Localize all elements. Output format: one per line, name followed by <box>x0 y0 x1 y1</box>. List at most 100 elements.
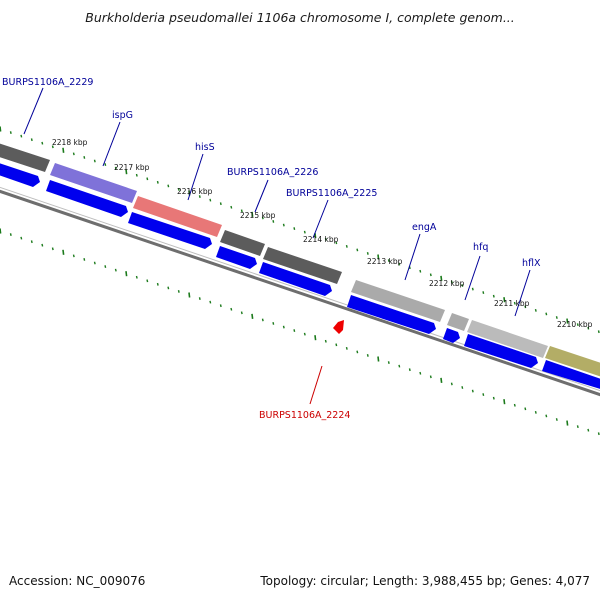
cds-arrow[interactable] <box>464 334 538 368</box>
tick-mark <box>146 177 149 181</box>
tick-mark <box>335 343 338 347</box>
tick-mark <box>534 308 537 312</box>
gene-label[interactable]: BURPS1106A_2226 <box>227 167 318 178</box>
tick-mark <box>387 361 390 365</box>
red-arrow-marker-icon[interactable] <box>333 320 344 334</box>
tick-mark <box>20 134 23 138</box>
gene-bar-enga[interactable] <box>351 280 445 322</box>
tick-mark <box>125 169 128 175</box>
tick-mark <box>240 311 243 315</box>
tick-mark <box>555 418 558 421</box>
tick-mark <box>387 259 390 263</box>
tick-mark <box>450 382 453 386</box>
tick-mark <box>282 223 285 227</box>
kbp-label: 2218 kbp <box>52 138 88 147</box>
tick-mark <box>104 265 107 268</box>
kbp-label: 2210 kbp <box>557 320 593 329</box>
gene-label[interactable]: BURPS1106A_2229 <box>2 77 93 88</box>
gene-bar-ispg[interactable] <box>50 163 137 203</box>
cds-arrow[interactable] <box>216 246 257 269</box>
cds-arrow[interactable] <box>542 360 600 392</box>
tick-mark <box>93 261 96 265</box>
tick-mark <box>492 396 495 400</box>
tick-mark <box>251 313 254 319</box>
tick-mark <box>429 375 432 379</box>
tick-mark <box>534 410 537 414</box>
gene-label[interactable]: ispG <box>112 110 133 121</box>
gene-label[interactable]: hfq <box>473 242 488 253</box>
tick-mark <box>419 371 422 375</box>
tick-mark <box>293 329 296 332</box>
tick-mark <box>450 280 453 284</box>
tick-mark <box>72 254 75 258</box>
tick-mark <box>219 304 222 308</box>
gene-bar-hiss[interactable] <box>133 196 222 237</box>
leader-lines <box>23 87 531 317</box>
tick-mark <box>597 330 600 334</box>
tick-mark <box>366 354 369 357</box>
tick-mark <box>524 407 527 411</box>
gene-labels: BURPS1106A_2229 ispG hisS BURPS1106A_222… <box>2 77 541 269</box>
cds-arrow[interactable] <box>259 262 332 296</box>
tick-mark <box>167 184 170 188</box>
tick-mark <box>198 297 201 300</box>
tick-mark <box>177 188 180 191</box>
tick-mark <box>230 307 233 311</box>
tick-mark <box>513 403 516 407</box>
tick-mark <box>440 275 443 281</box>
kbp-label: 2216 kbp <box>177 187 213 196</box>
tick-mark <box>240 209 243 213</box>
cds-track <box>0 160 600 392</box>
cds-arrow[interactable] <box>443 328 460 343</box>
gene-bar-burps1106a-2229[interactable] <box>0 142 50 172</box>
cds-arrow[interactable] <box>128 212 212 249</box>
cds-arrow[interactable] <box>347 295 436 334</box>
tick-mark <box>566 318 569 324</box>
tick-mark <box>587 428 590 432</box>
gene-label[interactable]: engA <box>412 222 437 233</box>
tick-mark <box>419 269 422 273</box>
tick-mark <box>576 425 579 429</box>
tick-mark <box>503 399 506 405</box>
tick-mark <box>335 241 338 245</box>
tick-mark <box>272 322 275 325</box>
gene-bar-burps1106a-2226[interactable] <box>220 230 265 256</box>
gene-label-highlight[interactable]: BURPS1106A_2224 <box>259 410 350 421</box>
tick-mark <box>440 377 443 383</box>
tick-mark <box>93 159 96 163</box>
tick-mark <box>587 326 590 330</box>
tick-mark <box>597 432 600 436</box>
gene-bar-hflx[interactable] <box>467 320 548 358</box>
tick-mark <box>9 131 12 134</box>
gene-label[interactable]: hisS <box>195 142 215 153</box>
tick-mark <box>114 166 117 170</box>
tick-mark <box>41 141 44 145</box>
tick-mark <box>177 290 180 293</box>
tick-mark <box>524 305 527 309</box>
tick-mark <box>156 180 159 184</box>
gene-bar-olive[interactable] <box>545 346 600 378</box>
tick-mark <box>114 268 117 272</box>
gene-label[interactable]: hflX <box>522 258 541 269</box>
gene-bar-burps1106a-2225[interactable] <box>263 247 342 284</box>
tick-mark <box>324 339 327 343</box>
tick-mark <box>293 227 296 230</box>
gene-label[interactable]: BURPS1106A_2225 <box>286 188 377 199</box>
tick-mark <box>198 195 201 198</box>
tick-mark <box>219 202 222 206</box>
tick-mark <box>51 145 54 149</box>
tick-mark <box>261 216 264 220</box>
tick-mark <box>513 301 516 305</box>
tick-mark <box>209 300 212 304</box>
cds-arrow[interactable] <box>46 180 128 217</box>
tick-mark <box>230 205 233 209</box>
gene-bar-hfq[interactable] <box>447 313 469 331</box>
tick-mark <box>104 163 107 166</box>
tick-mark <box>377 356 380 362</box>
tick-mark <box>461 284 464 287</box>
tick-mark <box>30 138 33 142</box>
tick-mark <box>0 126 2 132</box>
cds-arrow[interactable] <box>0 160 40 187</box>
tick-mark <box>398 364 401 368</box>
